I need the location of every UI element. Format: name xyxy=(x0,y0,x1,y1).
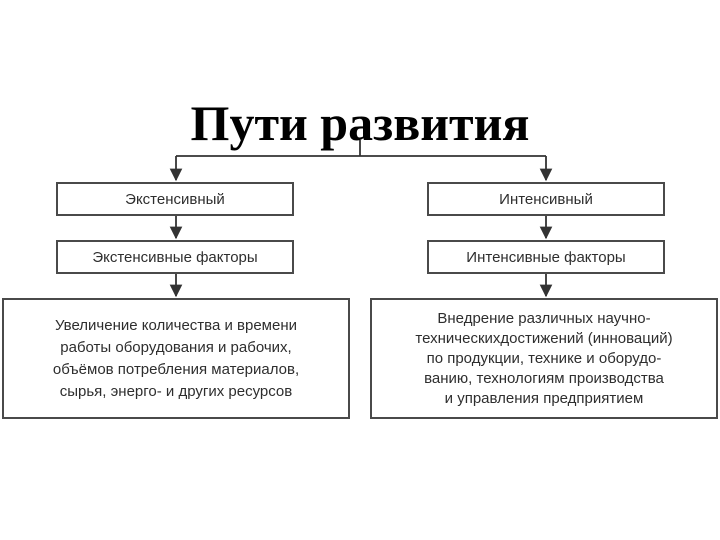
description-line: ванию, технологиям производства xyxy=(424,369,664,387)
description-line: сырья, энерго- и других ресурсов xyxy=(59,382,293,400)
description-line: Внедрение различных научно- xyxy=(437,309,651,327)
intensive-description-box: Внедрение различных научно- техническихд… xyxy=(370,298,718,419)
description-line: и управления предприятием xyxy=(444,389,644,407)
intensive-factors-box: Интенсивные факторы xyxy=(427,240,665,274)
description-line: техническихдостижений (инноваций) xyxy=(415,329,673,347)
description-line: по продукции, технике и оборудо- xyxy=(426,349,662,367)
extensive-type-box: Экстенсивный xyxy=(56,182,294,216)
description-line: работы оборудования и рабочих, xyxy=(60,338,292,356)
extensive-description-box: Увеличение количества и времени работы о… xyxy=(2,298,350,419)
description-line: Увеличение количества и времени xyxy=(54,316,297,334)
intensive-type-box: Интенсивный xyxy=(427,182,665,216)
page-title: Пути развития xyxy=(190,95,530,151)
extensive-description: Увеличение количества и времени работы о… xyxy=(53,315,299,403)
description-line: объёмов потребления материалов, xyxy=(52,360,300,378)
intensive-description: Внедрение различных научно- техническихд… xyxy=(415,309,672,409)
extensive-factors-box: Экстенсивные факторы xyxy=(56,240,294,274)
